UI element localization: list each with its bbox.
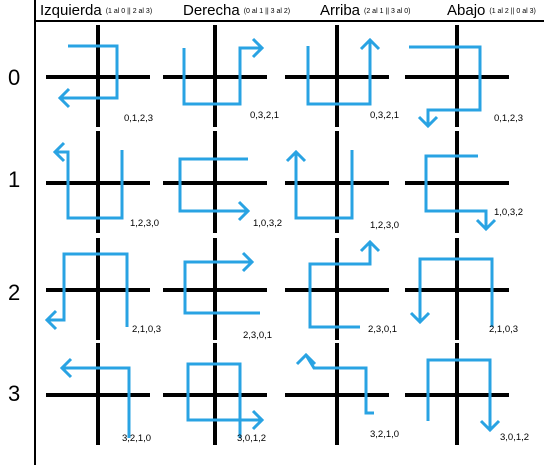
column-header-note: (2 al 1 || 3 al 0) [364,8,411,15]
arrow-head [52,141,66,163]
row-label-2: 2 [8,280,21,305]
path-arrow-2-0 [44,252,129,331]
cell-code: 0,3,2,1 [250,110,280,121]
cross-0-0 [46,25,150,127]
arrow-head [479,419,501,433]
arrow-head [409,311,431,325]
cell-code: 2,1,0,3 [489,324,519,335]
crosses-layer [46,25,509,445]
arrow-head [57,87,71,109]
cross-1-0 [46,131,150,233]
path-arrow-3-3 [426,358,501,433]
column-header-izquierda: Izquierda(1 al 0 || 2 al 3) [40,2,152,20]
arrow-head [44,309,58,331]
cell-code: 1,2,3,0 [370,220,400,231]
arrow-head [241,251,255,273]
column-header-note: (1 al 0 || 2 al 3) [105,8,153,15]
cross-2-1 [163,238,267,340]
column-header-label: Abajo [447,2,486,19]
arrow-head [295,352,317,366]
cross-3-1 [163,343,267,445]
path-arrow-2-2 [308,239,381,329]
cell-code: 0,1,2,3 [124,113,154,124]
cell-code: 1,0,3,2 [253,218,283,229]
column-header-label: Izquierda [40,2,102,19]
cross-0-3 [405,25,509,127]
path-arrow-3-2 [295,352,374,415]
path-arrow-3-0 [59,357,131,438]
arrow-head [59,357,73,379]
paths-layer [44,37,501,438]
table-frame [34,0,544,465]
arrow-head [285,149,307,163]
row-label-3: 3 [8,381,21,406]
cell-code: 2,1,0,3 [132,324,162,335]
arrow-head [237,200,251,222]
cross-1-3 [405,131,509,233]
arrow-head [417,115,439,129]
path-arrow-2-1 [183,251,260,315]
column-header-label: Arriba [320,2,361,19]
row-label-1: 1 [8,167,21,192]
column-header-derecha: Derecha(0 al 1 || 3 al 2) [183,2,290,20]
cell-code: 3,2,1,0 [370,429,400,440]
path-arrow-1-0 [52,141,124,220]
path-arrow-0-1 [182,37,265,106]
cross-3-2 [285,343,389,445]
cross-3-3 [405,343,509,445]
column-header-arriba: Arriba(2 al 1 || 3 al 0) [320,2,410,20]
cell-code: 0,3,2,1 [370,110,400,121]
path-arrow-0-0 [57,44,119,109]
arrow-head [475,218,497,232]
row-label-0: 0 [8,65,21,90]
cross-2-2 [285,238,389,340]
cross-0-2 [285,25,389,127]
path-arrow-3-1 [186,362,265,438]
column-header-note: (0 al 1 || 3 al 2) [243,8,291,15]
arrow-head [359,239,381,253]
cross-3-0 [46,343,150,445]
cross-1-2 [285,131,389,233]
column-header-abajo: Abajo(1 al 2 || 0 al 3) [447,2,536,20]
arrow-head [251,409,265,431]
cell-code: 3,2,1,0 [122,433,152,444]
column-header-note: (1 al 2 || 0 al 3) [489,8,536,15]
cell-code: 2,3,0,1 [243,330,273,341]
cell-code: 0,1,2,3 [494,113,524,124]
cell-code: 1,0,3,2 [494,207,524,218]
cell-code: 1,2,3,0 [130,218,160,229]
path-arrow-1-1 [178,157,251,222]
cell-code: 3,0,1,2 [237,433,267,444]
arrow-head [359,37,381,51]
cell-code: 2,3,0,1 [368,324,398,335]
path-arrow-0-3 [409,45,482,129]
path-arrow-2-3 [409,257,494,327]
cell-code: 3,0,1,2 [500,432,530,443]
cross-0-1 [163,25,267,127]
arrow-head [251,37,265,59]
column-header-label: Derecha [183,2,240,19]
path-arrow-1-3 [424,154,497,232]
path-arrow-0-2 [306,37,381,106]
path-arrow-1-2 [285,149,354,220]
